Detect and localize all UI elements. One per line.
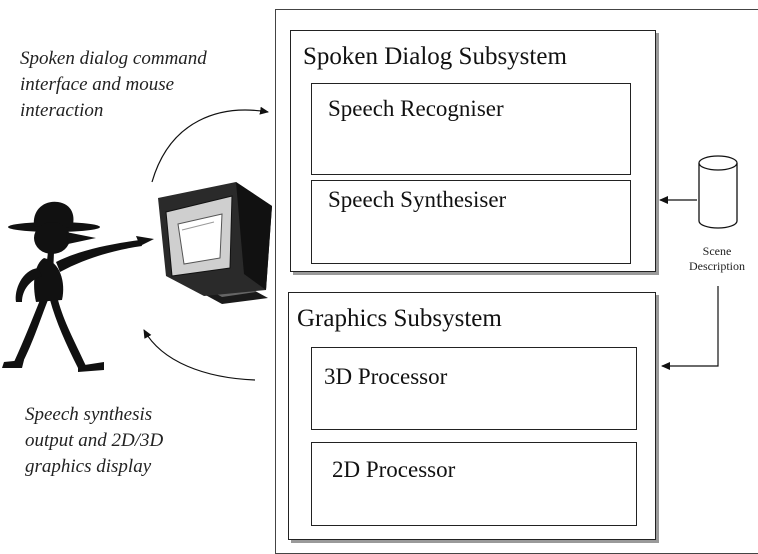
output-caption-line-2: output and 2D/3D [25, 430, 164, 451]
graphics-subsystem-box: Graphics Subsystem 3D Processor 2D Proce… [288, 292, 656, 540]
input-caption-line-1: Spoken dialog command [20, 48, 207, 69]
scene-description-line-1: Scene [702, 244, 732, 258]
spoken-dialog-subsystem-title: Spoken Dialog Subsystem [303, 43, 567, 70]
output-caption-line-1: Speech synthesis [25, 404, 153, 425]
input-caption-line-2: interface and mouse [20, 74, 175, 95]
3d-processor-box: 3D Processor [311, 347, 637, 430]
output-caption-line-3: graphics display [25, 456, 152, 477]
speech-recogniser-label: Speech Recogniser [328, 96, 504, 121]
stick-figure-person-icon [2, 201, 154, 372]
scene-description-line-2: Description [689, 259, 745, 273]
input-caption: Spoken dialog command interface and mous… [20, 46, 207, 124]
crt-monitor-icon [158, 182, 272, 304]
speech-recogniser-box: Speech Recogniser [311, 83, 631, 175]
3d-processor-label: 3D Processor [324, 364, 448, 389]
graphics-subsystem-title: Graphics Subsystem [297, 305, 502, 332]
speech-synthesiser-label: Speech Synthesiser [328, 187, 507, 212]
scene-description-label: Scene Description [680, 244, 754, 274]
2d-processor-label: 2D Processor [332, 457, 456, 482]
spoken-dialog-subsystem-box: Spoken Dialog Subsystem Speech Recognise… [290, 30, 656, 272]
speech-synthesiser-box: Speech Synthesiser [311, 180, 631, 264]
output-caption: Speech synthesis output and 2D/3D graphi… [25, 402, 163, 480]
input-caption-line-3: interaction [20, 100, 104, 121]
2d-processor-box: 2D Processor [311, 442, 637, 526]
output-arrow [143, 329, 256, 381]
